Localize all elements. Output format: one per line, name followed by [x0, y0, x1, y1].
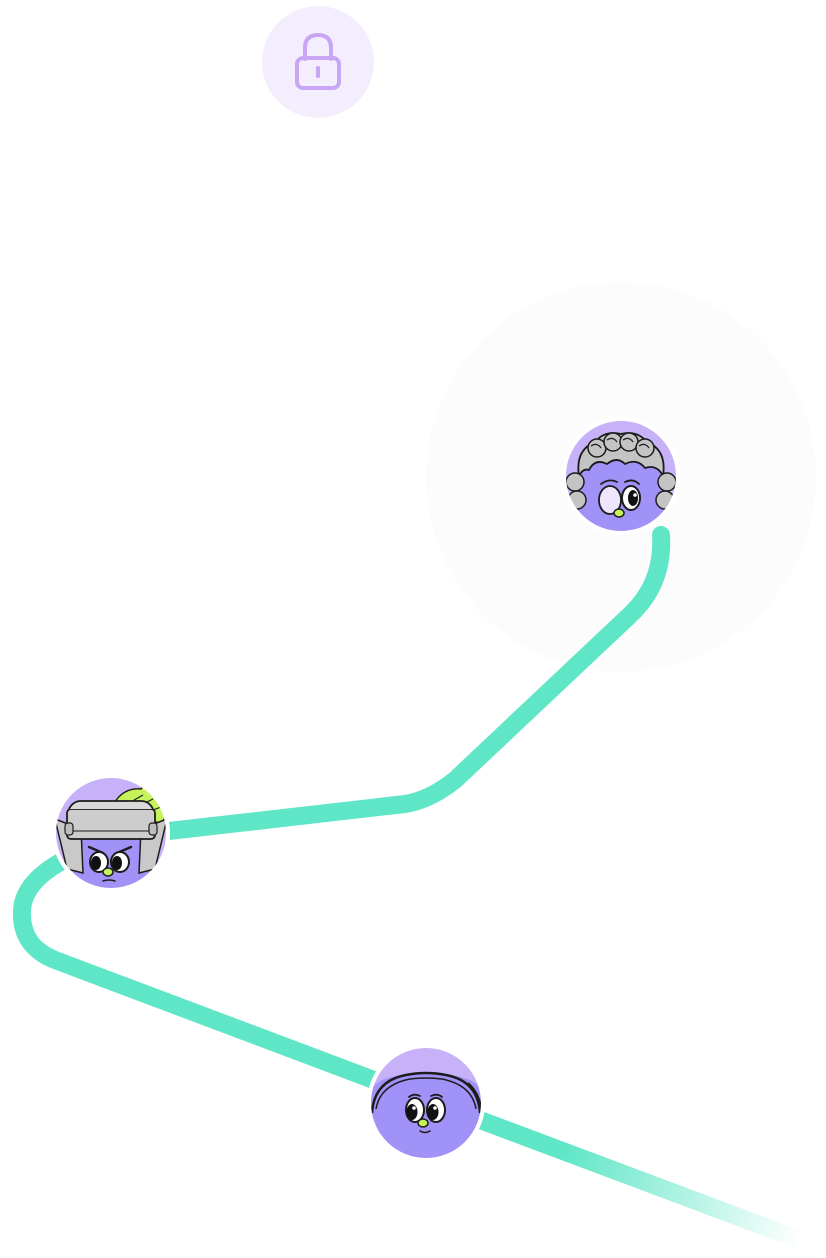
level-2-node[interactable] — [51, 773, 171, 893]
level-3-node[interactable] — [561, 416, 681, 536]
lock-icon — [295, 32, 341, 90]
level-4-locked-node[interactable] — [262, 6, 374, 118]
wig-character-avatar — [562, 417, 680, 535]
bucket-hat-character-avatar — [52, 774, 170, 892]
hat-character-avatar — [367, 1044, 485, 1162]
level-1-node[interactable] — [366, 1043, 486, 1163]
